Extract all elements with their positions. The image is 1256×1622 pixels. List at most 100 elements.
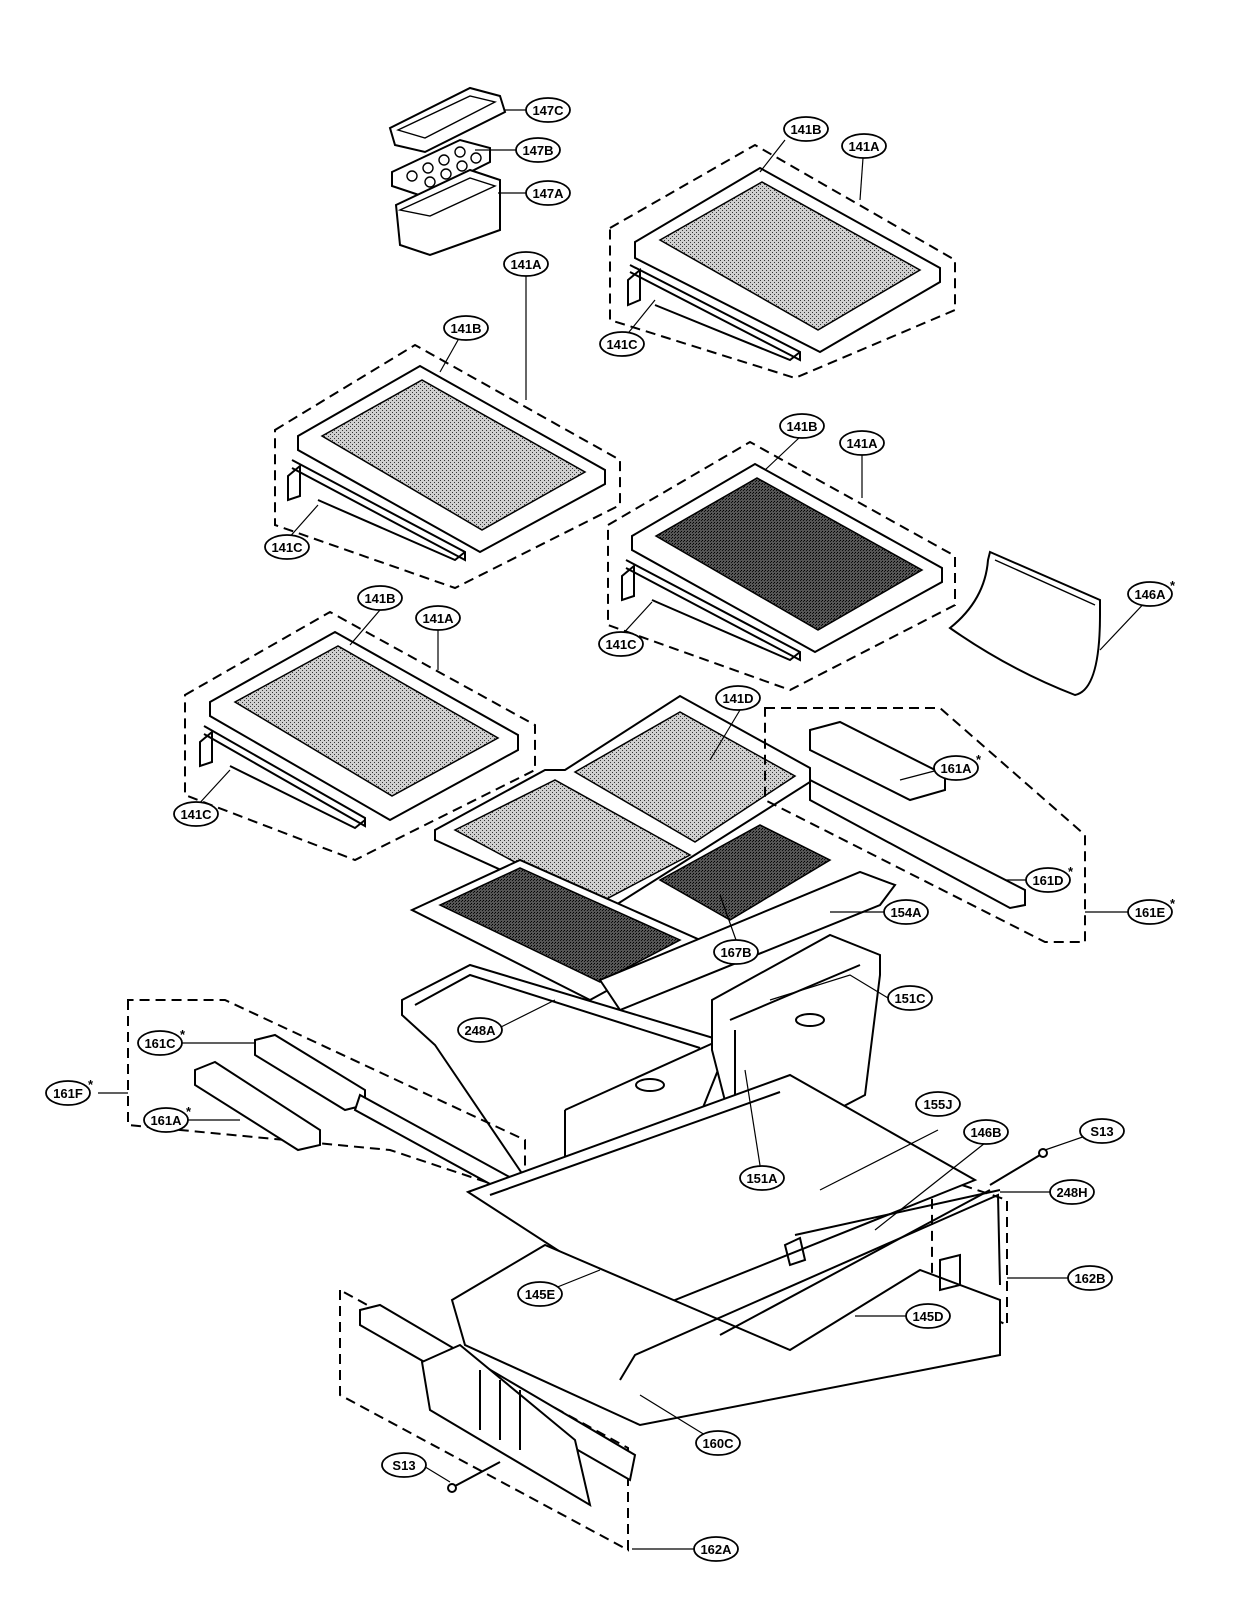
callout-text: 161F	[53, 1086, 83, 1101]
callout-text: 167B	[720, 945, 751, 960]
callout-bubble	[739, 1165, 785, 1191]
callout-141a: 141A	[841, 133, 887, 159]
callout-141a: 141A	[839, 430, 885, 456]
callout-bubble	[137, 1030, 183, 1056]
shelf-assembly-2	[274, 343, 621, 590]
callout-text: 141D	[722, 691, 753, 706]
asterisk-mark: *	[976, 752, 982, 767]
callout-text: 161C	[144, 1036, 176, 1051]
callout-text: 147C	[532, 103, 564, 118]
callout-bubble	[525, 180, 571, 206]
callout-167b: 167B	[713, 939, 759, 965]
callout-bubble	[457, 1017, 503, 1043]
callout-154a: 154A	[883, 899, 929, 925]
callout-text: 141B	[364, 591, 395, 606]
callout-147c: 147C	[525, 97, 571, 123]
callout-text: 141C	[606, 337, 638, 352]
pantry-handle	[420, 1343, 592, 1508]
callout-162b: 162B	[1067, 1265, 1113, 1291]
callout-bubble	[381, 1452, 427, 1478]
callout-text: 151A	[746, 1171, 778, 1186]
callout-text: 248A	[464, 1023, 496, 1038]
callout-s13: S13	[1079, 1118, 1125, 1144]
callout-bubble	[883, 899, 929, 925]
callout-text: 141A	[846, 436, 878, 451]
leader-lines	[98, 109, 1151, 1550]
callout-text: 141B	[790, 122, 821, 137]
callout-155j: 155J	[915, 1091, 961, 1117]
crisper-filter-left	[438, 867, 682, 983]
callout-bubble	[713, 939, 759, 965]
callout-bubble	[715, 685, 761, 711]
callout-bubble	[503, 251, 549, 277]
callout-text: 161A	[150, 1113, 182, 1128]
callout-bubble	[515, 137, 561, 163]
callout-bubble	[517, 1281, 563, 1307]
callout-bubble	[1025, 867, 1071, 893]
callout-146a: 146A *	[1127, 578, 1176, 607]
screw-bottom-left	[447, 1461, 501, 1493]
crisper-filter-right	[658, 824, 832, 921]
callout-text: 146B	[970, 1125, 1001, 1140]
callout-text: 155J	[924, 1097, 953, 1112]
callout-text: 141B	[450, 321, 481, 336]
callout-141b: 141B	[443, 315, 489, 341]
callout-141a: 141A	[503, 251, 549, 277]
egg-tray-insert	[391, 138, 491, 198]
callout-labels: 147C 147B 147A 141B 141A 141C 141B 141A 141C 141B…	[45, 97, 1176, 1562]
callout-text: 154A	[890, 905, 922, 920]
callout-text: 141B	[786, 419, 817, 434]
slide-rail-group-161E	[764, 707, 1086, 943]
shelf-assembly-3	[607, 440, 956, 692]
callout-bubble	[783, 116, 829, 142]
callout-141b: 141B	[779, 413, 825, 439]
callout-151c: 151C	[887, 985, 933, 1011]
callout-text: 141C	[180, 807, 212, 822]
callout-text: 161A	[940, 761, 972, 776]
callout-147b: 147B	[515, 137, 561, 163]
callout-161e: 161E *	[1127, 896, 1176, 925]
callout-text: 147B	[522, 143, 553, 158]
asterisk-mark: *	[1170, 578, 1176, 593]
callout-bubble	[173, 801, 219, 827]
callout-bubble	[45, 1080, 91, 1106]
callout-162a: 162A	[693, 1536, 739, 1562]
asterisk-mark: *	[88, 1077, 94, 1092]
callout-bubble	[598, 631, 644, 657]
egg-tray-assembly	[388, 86, 507, 257]
cover-146A	[948, 550, 1101, 697]
callout-text: 145E	[525, 1287, 556, 1302]
glass-panel-4	[233, 645, 500, 797]
screw-top-right	[989, 1148, 1048, 1186]
glass-panel-2	[320, 379, 587, 531]
callout-bubble	[415, 605, 461, 631]
callout-147a: 147A	[525, 180, 571, 206]
callout-146b: 146B	[963, 1119, 1009, 1145]
shelf-assembly-4	[184, 610, 536, 862]
callout-text: 151C	[894, 991, 926, 1006]
callout-bubble	[905, 1303, 951, 1329]
glass-panel-1	[658, 181, 922, 331]
callout-text: 161D	[1032, 873, 1063, 888]
callout-bubble	[695, 1430, 741, 1456]
callout-160c: 160C	[695, 1430, 741, 1456]
asterisk-mark: *	[1170, 896, 1176, 911]
callout-161d: 161D*	[1025, 864, 1074, 893]
callout-text: 162B	[1074, 1271, 1105, 1286]
callout-bubble	[915, 1091, 961, 1117]
callout-161f: 161F *	[45, 1077, 94, 1106]
callout-bubble	[779, 413, 825, 439]
callout-161c: 161C*	[137, 1027, 186, 1056]
callout-text: 162A	[700, 1542, 732, 1557]
callout-141a: 141A	[415, 605, 461, 631]
callout-bubble	[887, 985, 933, 1011]
egg-tray-cover	[388, 86, 507, 154]
asterisk-mark: *	[186, 1104, 192, 1119]
callout-bubble	[599, 331, 645, 357]
callout-bubble	[1127, 581, 1173, 607]
crisper-glass-right	[573, 711, 797, 843]
callout-text: 146A	[1134, 587, 1166, 602]
callout-bubble	[1049, 1179, 1095, 1205]
callout-text: 161E	[1135, 905, 1166, 920]
